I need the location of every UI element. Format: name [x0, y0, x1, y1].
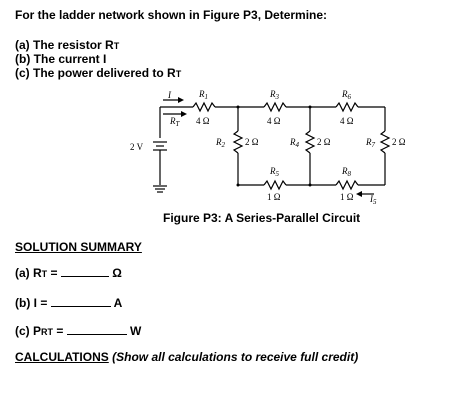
- calculations-heading: CALCULATIONS: [15, 350, 109, 364]
- r8-value: 1 Ω: [340, 192, 354, 202]
- r2-name: R2: [215, 137, 226, 149]
- source-voltage-label: 2 V: [130, 142, 144, 152]
- r6-name: R6: [341, 89, 352, 101]
- answer-c-row: (c) PRT = W: [15, 324, 142, 338]
- r6-value: 4 Ω: [340, 116, 354, 126]
- r3-name: R3: [269, 89, 280, 101]
- r8-name: R8: [341, 166, 352, 178]
- solution-summary-heading: SOLUTION SUMMARY: [15, 240, 142, 254]
- calculations-line: CALCULATIONS (Show all calculations to r…: [15, 350, 358, 364]
- figure-caption: Figure P3: A Series-Parallel Circuit: [163, 211, 361, 225]
- r1-name: R1: [198, 89, 208, 101]
- r4-value: 2 Ω: [317, 137, 331, 147]
- answer-a-blank[interactable]: [60, 266, 109, 277]
- r7-value: 2 Ω: [392, 137, 406, 147]
- answer-b-blank[interactable]: [50, 296, 111, 307]
- r7-name: R7: [365, 137, 376, 149]
- r1-value: 4 Ω: [196, 116, 210, 126]
- calculations-note: (Show all calculations to receive full c…: [112, 350, 359, 364]
- problem-title: For the ladder network shown in Figure P…: [15, 8, 328, 22]
- part-b-text: (b) The current I: [15, 52, 107, 66]
- part-a-text: (a) The resistor RT: [15, 38, 120, 52]
- ladder-circuit-diagram: 2 V I RT R1 4 Ω R3 4 Ω R6 4 Ω R2 2 Ω R4 …: [130, 89, 406, 206]
- r4-name: R4: [289, 137, 300, 149]
- rt-label: RT: [169, 116, 181, 128]
- r2-value: 2 Ω: [245, 137, 259, 147]
- r5-value: 1 Ω: [267, 192, 281, 202]
- answer-b-row: (b) I = A: [15, 296, 123, 310]
- r5-name: R5: [269, 166, 280, 178]
- answer-a-row: (a) RT = Ω: [15, 266, 122, 280]
- current-label: I: [167, 90, 172, 100]
- answer-c-blank[interactable]: [66, 324, 127, 335]
- r3-value: 4 Ω: [267, 116, 281, 126]
- part-c-text: (c) The power delivered to RT: [15, 66, 182, 80]
- i5-label: I5: [369, 194, 377, 206]
